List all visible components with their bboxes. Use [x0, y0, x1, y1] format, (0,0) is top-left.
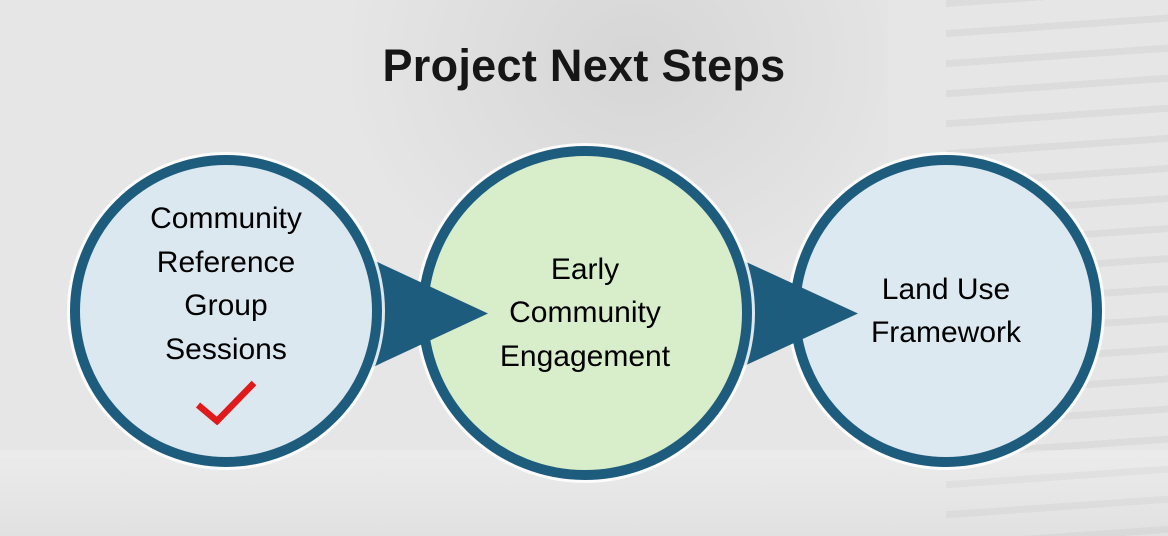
step-label: Land Use Framework: [870, 272, 1021, 350]
step-label: Early Community Engagement: [499, 252, 671, 373]
step-label: Community Reference Group Sessions: [150, 202, 302, 366]
checkmark-icon: [195, 380, 257, 425]
page-title: Project Next Steps: [382, 40, 786, 91]
step-circle-community-reference-group: Community Reference Group Sessions: [70, 155, 382, 467]
